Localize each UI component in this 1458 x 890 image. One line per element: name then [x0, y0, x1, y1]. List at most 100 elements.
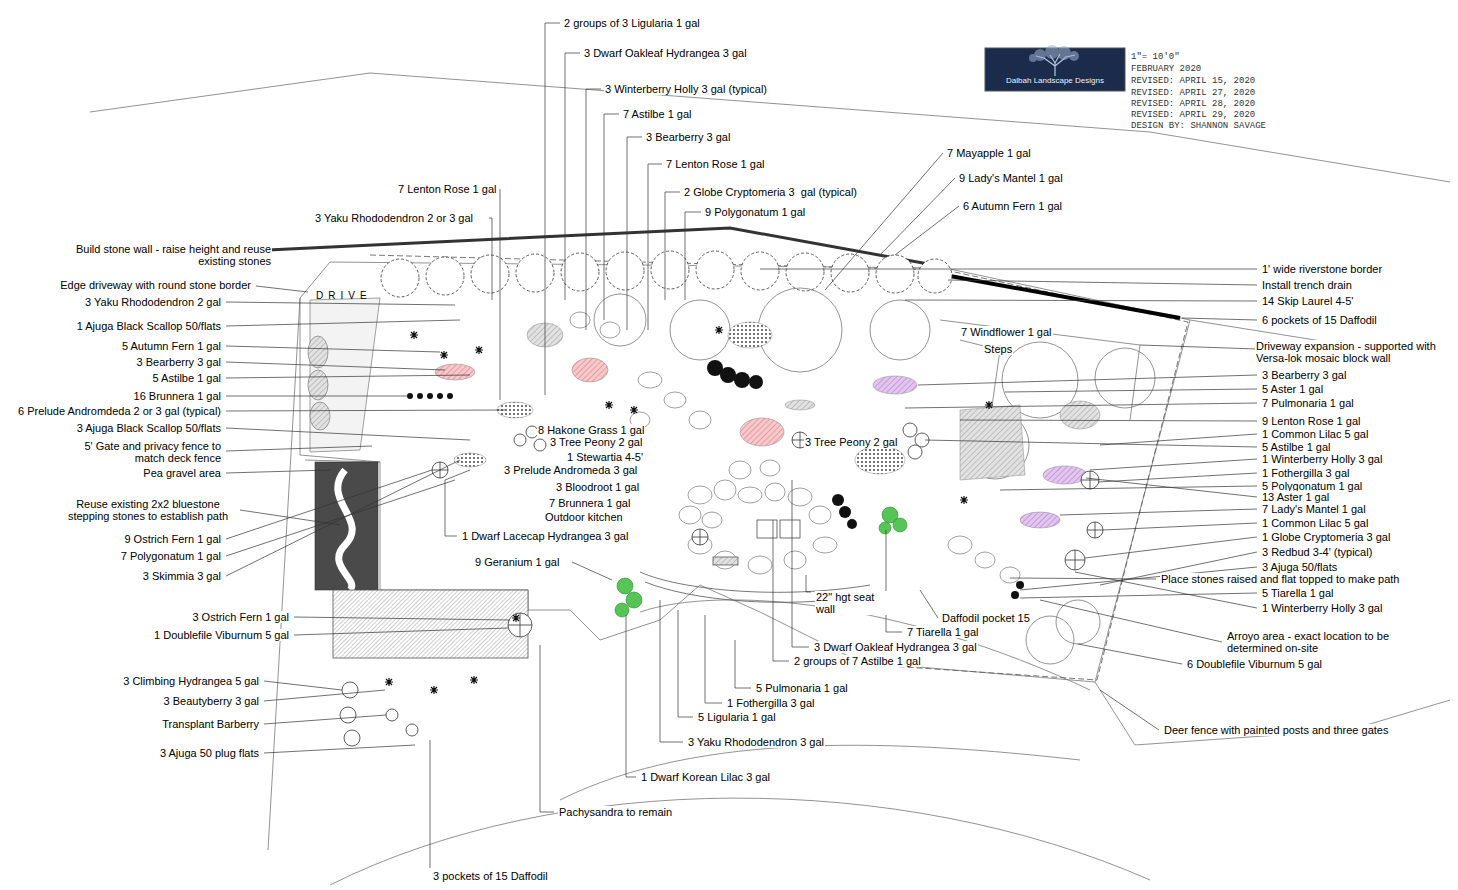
house	[333, 590, 528, 658]
leader-lines	[1098, 473, 1257, 482]
driveway-edge	[308, 298, 380, 452]
deck-path	[315, 462, 378, 590]
plant-callout: 7 Mayapple 1 gal	[946, 147, 1032, 159]
planting-hatches	[740, 418, 784, 446]
plant-callout: 9 Lenton Rose 1 gal	[1261, 415, 1361, 427]
trench-drain	[950, 276, 1180, 318]
patio-stones	[809, 506, 831, 524]
leader-lines	[586, 89, 601, 330]
leader-lines	[905, 403, 1257, 408]
perennial-stars	[430, 686, 438, 694]
dark-shrubs	[839, 506, 851, 518]
shrub-symbols	[340, 707, 356, 723]
dark-shrubs	[749, 375, 763, 389]
plant-callout: Edge driveway with round stone border	[59, 279, 252, 291]
plant-callout: 3 Redbud 3-4' (typical)	[1261, 546, 1373, 558]
leader-lines	[1085, 537, 1257, 558]
shrub-symbols	[534, 439, 546, 451]
patio-stones	[689, 411, 711, 429]
plant-callout: 6 Prelude Andromdeda 2 or 3 gal (typical…	[17, 405, 222, 417]
patio-stones	[748, 556, 772, 574]
plant-callout: Daffodil pocket 15	[941, 612, 1031, 624]
plant-callout: 3 Dwarf Oakleaf Hydrangea 3 gal	[583, 47, 748, 59]
leader-lines	[1000, 486, 1257, 490]
patio-stones	[780, 520, 800, 538]
patio-stones	[638, 372, 662, 388]
plant-callout: 7 Windflower 1 gal	[960, 326, 1053, 338]
plant-callout: 3 Skimmia 3 gal	[142, 570, 222, 582]
title-block-logo	[1045, 45, 1059, 59]
planting-hatches	[960, 405, 1025, 480]
leader-lines	[920, 590, 938, 618]
plant-callout: 7 Lenton Rose 1 gal	[665, 158, 765, 170]
property-lines	[90, 73, 1450, 182]
plant-callout: Outdoor kitchen	[544, 511, 624, 523]
planting-hatches	[1020, 512, 1060, 528]
leader-lines	[226, 396, 408, 397]
leader-lines	[1100, 434, 1257, 445]
driveway-edge	[308, 370, 328, 400]
shrub-symbols	[386, 709, 398, 721]
tree-canopies	[594, 288, 1155, 664]
plant-callout: Build stone wall - raise height and reus…	[52, 243, 272, 267]
plant-callout: 3 Tree Peony 2 gal	[549, 436, 643, 448]
title-block-text: REVISED: APRIL 27, 2020	[1130, 88, 1256, 99]
leader-lines	[685, 212, 701, 300]
trench-drain	[950, 276, 1180, 318]
tree-canopies	[1026, 616, 1074, 664]
planting-hatches	[454, 453, 486, 467]
patio-stones	[784, 551, 806, 569]
shrub-symbols	[903, 423, 917, 437]
leader-lines	[545, 23, 560, 395]
title-block-text: DESIGN BY: SHANNON SAVAGE	[1130, 121, 1267, 132]
property-lines	[560, 745, 1080, 800]
green-groundcover	[615, 603, 629, 617]
plant-callout: 5 Astilbe 1 gal	[152, 372, 223, 384]
green-groundcover	[893, 518, 907, 532]
skip-laurel-row	[471, 255, 509, 293]
leader-lines	[226, 470, 330, 473]
perennial-stars	[440, 351, 448, 359]
perennial-stars	[410, 331, 418, 339]
leader-lines	[572, 562, 612, 580]
title-block-text: REVISED: APRIL 15, 2020	[1130, 76, 1256, 87]
plant-callout: Driveway expansion - supported with Vers…	[1255, 340, 1455, 364]
planting-hatches	[728, 322, 772, 348]
green-groundcover	[879, 522, 891, 534]
shrub-symbols	[342, 682, 358, 698]
patio-stones	[570, 312, 590, 328]
skip-laurel-row	[381, 259, 419, 297]
leader-lines	[626, 615, 636, 777]
plant-callout: Place stones raised and flat topped to m…	[1160, 573, 1401, 585]
perennial-stars	[630, 406, 638, 414]
plant-callout: Steps	[983, 343, 1013, 355]
patio-stones	[679, 506, 701, 524]
plant-callout: 1 Doublefile Viburnum 5 gal	[153, 629, 290, 641]
leader-lines	[886, 530, 902, 632]
leader-lines	[773, 520, 789, 661]
leader-lines	[445, 470, 470, 536]
seat-wall	[713, 557, 738, 565]
perennial-stars	[385, 326, 993, 694]
plant-callout: 7 Polygonatum 1 gal	[120, 550, 222, 562]
seat-wall	[640, 572, 870, 592]
patio-stones	[813, 537, 837, 553]
shrub-symbols	[344, 730, 360, 746]
plant-callout: 1 Common Lilac 5 gal	[1261, 428, 1369, 440]
skip-laurel-row	[786, 253, 824, 291]
shrub-symbols	[908, 445, 922, 459]
plant-callout: 5 Pulmonaria 1 gal	[755, 682, 849, 694]
leader-lines	[665, 192, 680, 300]
plant-callout: 8 Hakone Grass 1 gal	[537, 424, 645, 436]
skip-laurel-row	[696, 251, 734, 289]
leader-lines	[226, 346, 440, 352]
leader-lines	[565, 53, 580, 300]
plant-callout: 1' wide riverstone border	[1261, 263, 1383, 275]
plant-callout: 3 pockets of 15 Daffodil	[432, 870, 549, 882]
leader-lines	[294, 628, 508, 635]
skip-laurel-row	[741, 252, 779, 290]
area-label: DRIVE	[315, 290, 373, 302]
skip-laurel-row	[606, 252, 644, 290]
leader-lines	[264, 745, 415, 753]
leader-lines	[678, 610, 693, 717]
